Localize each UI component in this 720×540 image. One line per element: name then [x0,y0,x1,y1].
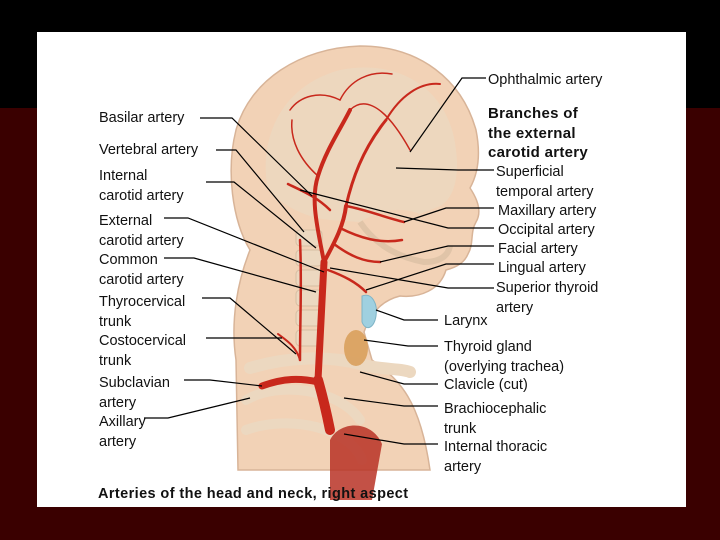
label-external-carotid-artery: External carotid artery [99,213,184,249]
label-common-carotid-artery: Common carotid artery [99,252,184,288]
larynx-shape [361,294,377,329]
label-branches-heading: Branches of the external carotid artery [488,105,589,161]
label-thyroid-gland: Thyroid gland (overlying trachea) [444,339,565,375]
label-ophthalmic-artery: Ophthalmic artery [488,72,603,88]
label-thyrocervical-trunk: Thyrocervical trunk [99,294,186,330]
label-internal-carotid-artery: Internal carotid artery [99,168,184,204]
label-axillary-artery: Axillary artery [99,414,146,450]
label-costocervical-trunk: Costocervical trunk [99,333,187,369]
label-subclavian-artery: Subclavian artery [99,375,170,411]
rib [241,384,365,425]
thyroid-shape [344,330,368,366]
label-facial-artery: Facial artery [498,241,578,257]
leader-lines-left [144,117,325,419]
label-clavicle: Clavicle (cut) [444,377,528,393]
label-maxillary-artery: Maxillary artery [498,203,597,219]
leader-lines-right [299,77,494,445]
skull [265,67,458,222]
label-basilar-artery: Basilar artery [99,110,185,126]
label-vertebral-artery: Vertebral artery [99,142,199,158]
label-superior-thyroid-artery: Superior thyroid artery [496,280,599,316]
label-superficial-temporal-artery: Superficial temporal artery [496,164,594,200]
arteries [258,72,441,435]
cervical-vertebrae [295,229,323,347]
mandible [357,220,453,266]
label-brachiocephalic-trunk: Brachiocephalic trunk [444,401,547,437]
heart-shape [330,425,382,500]
figure-caption: Arteries of the head and neck, right asp… [98,486,409,502]
label-internal-thoracic-artery: Internal thoracic artery [444,439,548,475]
label-occipital-artery: Occipital artery [498,222,595,238]
label-lingual-artery: Lingual artery [498,260,586,276]
label-larynx: Larynx [444,313,488,329]
